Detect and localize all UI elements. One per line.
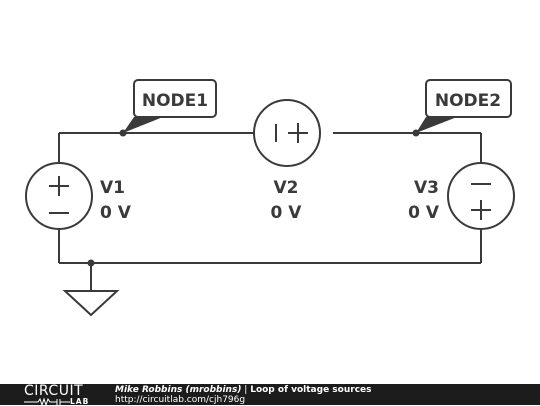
voltage-source-v2[interactable] (253, 99, 321, 167)
node-label-text: NODE1 (142, 91, 208, 111)
component-name-v1: V1 (100, 178, 125, 198)
component-value-v1: 0 V (100, 203, 132, 223)
voltage-source-v3[interactable] (447, 162, 515, 230)
component-value-v3: 0 V (408, 203, 440, 223)
plus-icon (49, 176, 69, 196)
component-name-v2: V2 (274, 178, 299, 198)
circuitlab-logo[interactable]: CIRCUIT LAB (24, 383, 94, 406)
separator: | (241, 385, 251, 395)
ground-symbol (62, 290, 120, 317)
plus-icon (288, 123, 308, 143)
voltage-source-v1[interactable] (25, 162, 93, 230)
circuit-schematic: NODE1 NODE2 V1 0 V V2 0 V V3 0 V (25, 79, 515, 317)
junction-ground (87, 259, 95, 267)
footer-bar: CIRCUIT LAB Mike Robbins (mrobbins) | Lo… (0, 383, 540, 406)
component-name-v3: V3 (414, 178, 439, 198)
node-label-node2[interactable]: NODE2 (416, 79, 512, 133)
plus-icon (471, 200, 491, 220)
logo-resistor-icon (24, 397, 70, 406)
circuit-url-link[interactable]: http://circuitlab.com/cjh796g (115, 395, 246, 405)
author-name: Mike Robbins (mrobbins) (115, 385, 242, 395)
node-label-text: NODE2 (435, 91, 501, 111)
footer-caption: Mike Robbins (mrobbins) | Loop of voltag… (115, 385, 371, 405)
circuit-title: Loop of voltage sources (250, 385, 372, 395)
logo-text-top: CIRCUIT (24, 383, 84, 399)
logo-text-bottom: LAB (70, 397, 90, 406)
node-label-node1[interactable]: NODE1 (123, 79, 217, 133)
component-value-v2: 0 V (271, 203, 303, 223)
